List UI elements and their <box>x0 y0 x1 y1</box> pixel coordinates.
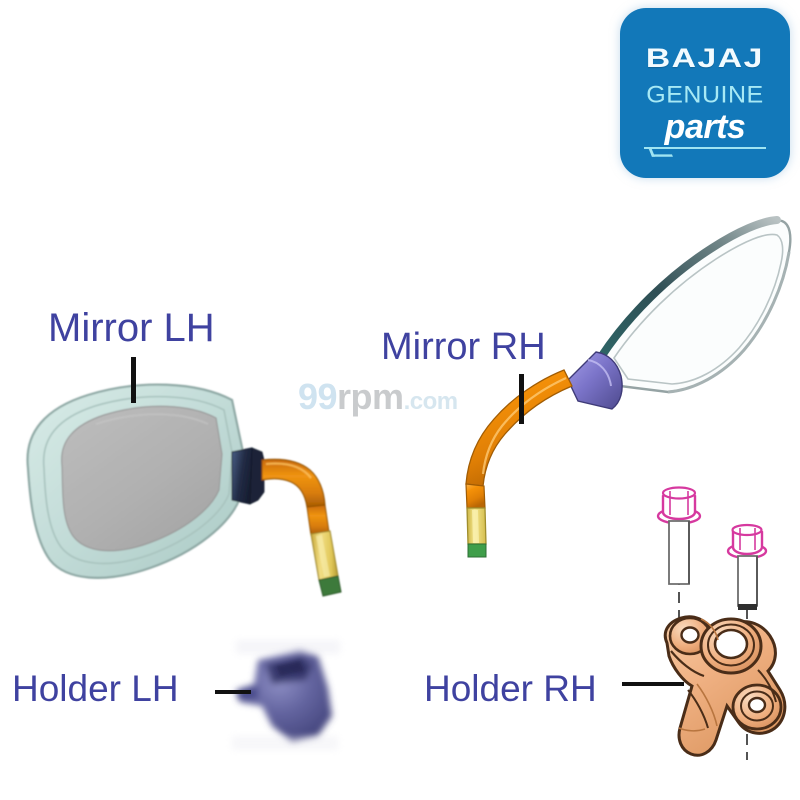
part-mirror-rh <box>465 216 792 558</box>
99rpm-watermark: 99rpm.com <box>298 376 458 418</box>
part-mirror-lh <box>26 383 342 597</box>
watermark-part-rpm: rpm <box>337 376 404 417</box>
checkmark-icon <box>648 147 673 157</box>
logo-genuine-text: GENUINE <box>646 81 764 109</box>
leader-line-holder-lh <box>215 690 251 694</box>
logo-bajaj-text: BAJAJ <box>645 42 765 73</box>
label-mirror-rh: Mirror RH <box>381 326 546 368</box>
watermark-part-99: 99 <box>298 376 338 417</box>
watermark-part-com: .com <box>403 388 459 415</box>
label-holder-rh: Holder RH <box>424 668 597 709</box>
logo-underline-rule <box>644 147 766 157</box>
part-bolt-long <box>656 486 702 585</box>
bajaj-genuine-parts-logo: BAJAJ GENUINE parts <box>620 8 790 178</box>
leader-line-holder-rh <box>622 682 684 686</box>
label-holder-lh: Holder LH <box>12 668 179 709</box>
part-bolt-short <box>726 523 768 610</box>
part-holder-lh <box>232 640 340 750</box>
leader-line-mirror-lh <box>131 357 136 403</box>
label-mirror-lh: Mirror LH <box>48 306 215 350</box>
logo-parts-text: parts <box>664 108 746 146</box>
leader-line-mirror-rh <box>519 374 524 424</box>
